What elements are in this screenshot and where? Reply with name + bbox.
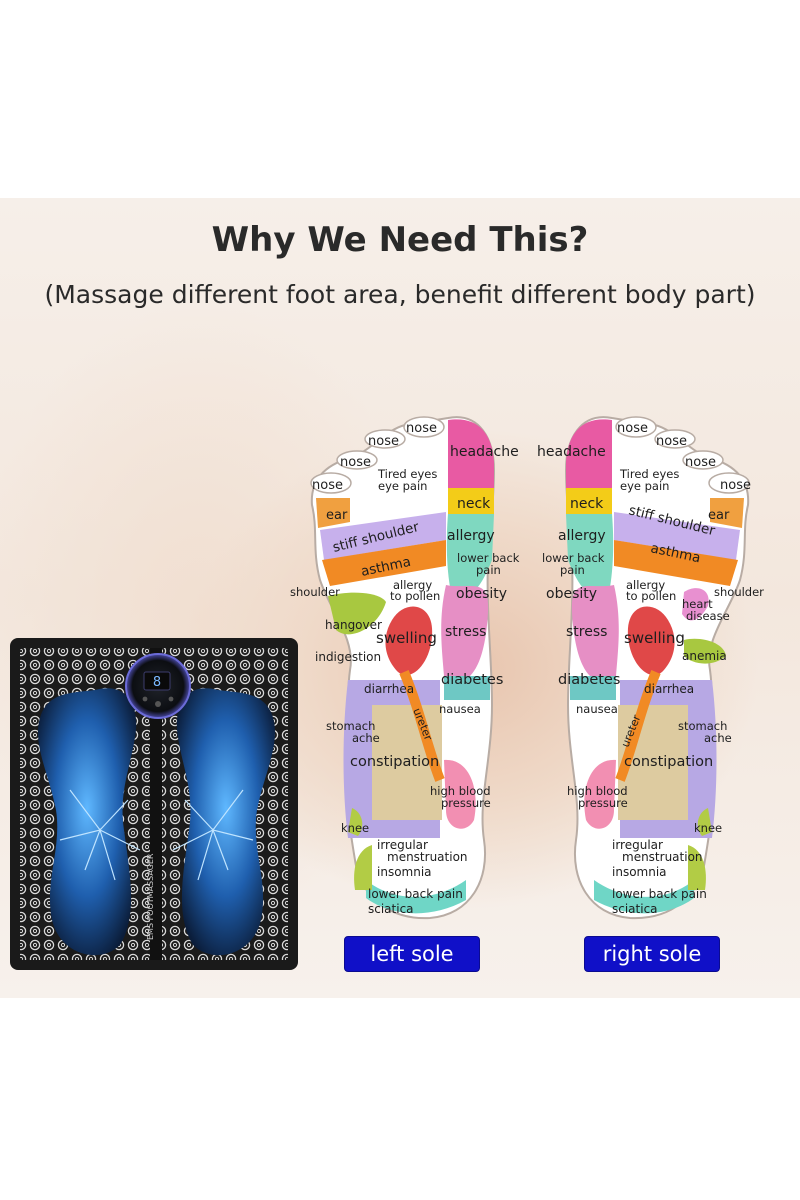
- right-label-menstruation: menstruation: [622, 850, 703, 864]
- right-label-constipation: constipation: [624, 754, 713, 770]
- left-sole-label: left sole: [344, 936, 480, 972]
- right-label-eye-pain: eye pain: [620, 479, 669, 493]
- right-label-neck: neck: [570, 496, 604, 512]
- right-label-lower-back: lower back: [542, 551, 605, 565]
- left-label-ear: ear: [326, 508, 348, 523]
- right-label-diabetes: diabetes: [558, 672, 620, 688]
- right-label-swelling: swelling: [624, 629, 685, 647]
- mat-artwork: 8 EMS FOOTMASSAGER: [20, 648, 288, 960]
- left-label-menstruation: menstruation: [387, 850, 468, 864]
- left-label-nose-3: nose: [340, 455, 371, 470]
- left-label-stress: stress: [445, 624, 486, 640]
- right-label-lower-back-pain: lower back pain: [612, 887, 707, 901]
- left-label-irregular: irregular: [377, 838, 428, 852]
- left-label-diabetes: diabetes: [441, 672, 503, 688]
- left-label-headache: headache: [450, 444, 519, 460]
- right-label-nausea: nausea: [576, 702, 618, 716]
- left-label-nose-2: nose: [368, 434, 399, 449]
- left-label-obesity: obesity: [456, 586, 507, 602]
- right-label-irregular: irregular: [612, 838, 663, 852]
- right-label-disease: disease: [686, 609, 730, 623]
- left-label-nausea: nausea: [439, 702, 481, 716]
- right-label-allergy-to: allergy: [626, 578, 665, 592]
- mat-right-foot: [176, 688, 276, 956]
- left-label-pressure: pressure: [441, 796, 491, 810]
- left-label-neck: neck: [457, 496, 491, 512]
- right-label-ear: ear: [708, 508, 730, 523]
- right-label-pressure: pressure: [578, 796, 628, 810]
- right-label-nose-2: nose: [656, 434, 687, 449]
- right-label-allergy: allergy: [558, 528, 606, 544]
- left-label-shoulder: shoulder: [290, 585, 340, 599]
- right-label-nose-4: nose: [720, 478, 751, 493]
- right-label-diarrhea: diarrhea: [644, 682, 694, 696]
- right-label-headache: headache: [537, 444, 606, 460]
- left-label-to-pollen: to pollen: [390, 589, 440, 603]
- left-label-diarrhea: diarrhea: [364, 682, 414, 696]
- right-label-knee: knee: [694, 821, 722, 835]
- page-title: Why We Need This?: [211, 220, 589, 260]
- right-label-obesity: obesity: [546, 586, 597, 602]
- left-label-eye-pain: eye pain: [378, 479, 427, 493]
- right-sole: nose nose nose nose headache Tired eyes …: [537, 416, 764, 920]
- left-label-allergy: allergy: [447, 528, 495, 544]
- right-label-pain: pain: [560, 563, 585, 577]
- left-label-pain: pain: [476, 563, 501, 577]
- left-label-nose-4: nose: [312, 478, 343, 493]
- left-label-sciatica: sciatica: [368, 902, 414, 916]
- left-label-constipation: constipation: [350, 754, 439, 770]
- right-label-sciatica: sciatica: [612, 902, 658, 916]
- page-subtitle: (Massage different foot area, benefit di…: [44, 280, 756, 309]
- right-label-to-pollen: to pollen: [626, 589, 676, 603]
- right-label-anemia: anemia: [682, 649, 727, 663]
- right-label-stomach: stomach: [678, 719, 727, 733]
- right-label-stress: stress: [566, 624, 607, 640]
- left-label-indigestion: indigestion: [315, 650, 381, 664]
- right-label-ache: ache: [704, 731, 732, 745]
- right-label-tired-eyes: Tired eyes: [619, 467, 679, 481]
- right-label-high-blood: high blood: [567, 784, 628, 798]
- left-label-nose-1: nose: [406, 421, 437, 436]
- left-label-swelling: swelling: [376, 629, 437, 647]
- left-label-tired-eyes: Tired eyes: [377, 467, 437, 481]
- mat-left-foot: [37, 688, 137, 956]
- mat-brand-label: EMS FOOTMASSAGER: [146, 853, 155, 940]
- left-label-stomach: stomach: [326, 719, 375, 733]
- left-label-insomnia: insomnia: [377, 865, 432, 879]
- left-label-hangover: hangover: [325, 618, 382, 632]
- right-label-heart: heart: [682, 597, 713, 611]
- left-label-high-blood: high blood: [430, 784, 491, 798]
- left-sole: nose nose nose nose headache Tired eyes …: [290, 416, 520, 920]
- right-sole-label: right sole: [584, 936, 720, 972]
- left-label-knee: knee: [341, 821, 369, 835]
- right-label-nose-1: nose: [617, 421, 648, 436]
- right-label-shoulder: shoulder: [714, 585, 764, 599]
- left-label-lower-back: lower back: [457, 551, 520, 565]
- right-label-nose-3: nose: [685, 455, 716, 470]
- dial-display: 8: [153, 675, 161, 690]
- right-label-insomnia: insomnia: [612, 865, 667, 879]
- left-label-ache: ache: [352, 731, 380, 745]
- left-label-lower-back-pain: lower back pain: [368, 887, 463, 901]
- left-label-allergy-to: allergy: [393, 578, 432, 592]
